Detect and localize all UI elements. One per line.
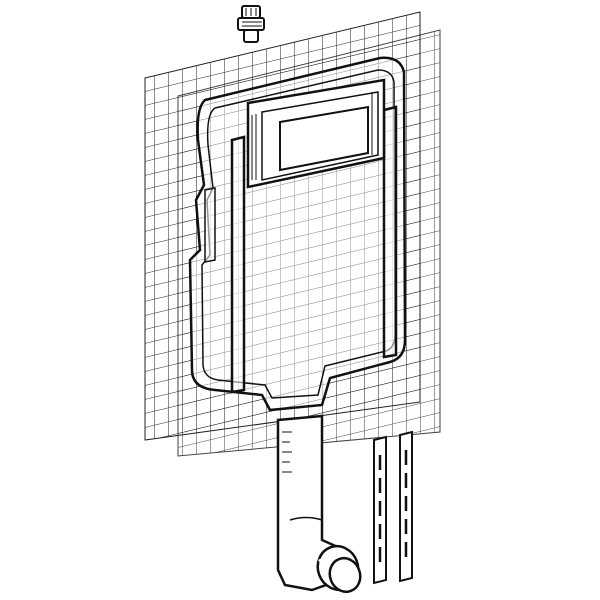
mounting-strip-right (399, 430, 413, 583)
actuator-opening (246, 78, 386, 189)
mounting-strip-left (373, 435, 387, 585)
connector-valve-icon (237, 5, 265, 43)
pipe-elbow-icon (316, 544, 362, 594)
